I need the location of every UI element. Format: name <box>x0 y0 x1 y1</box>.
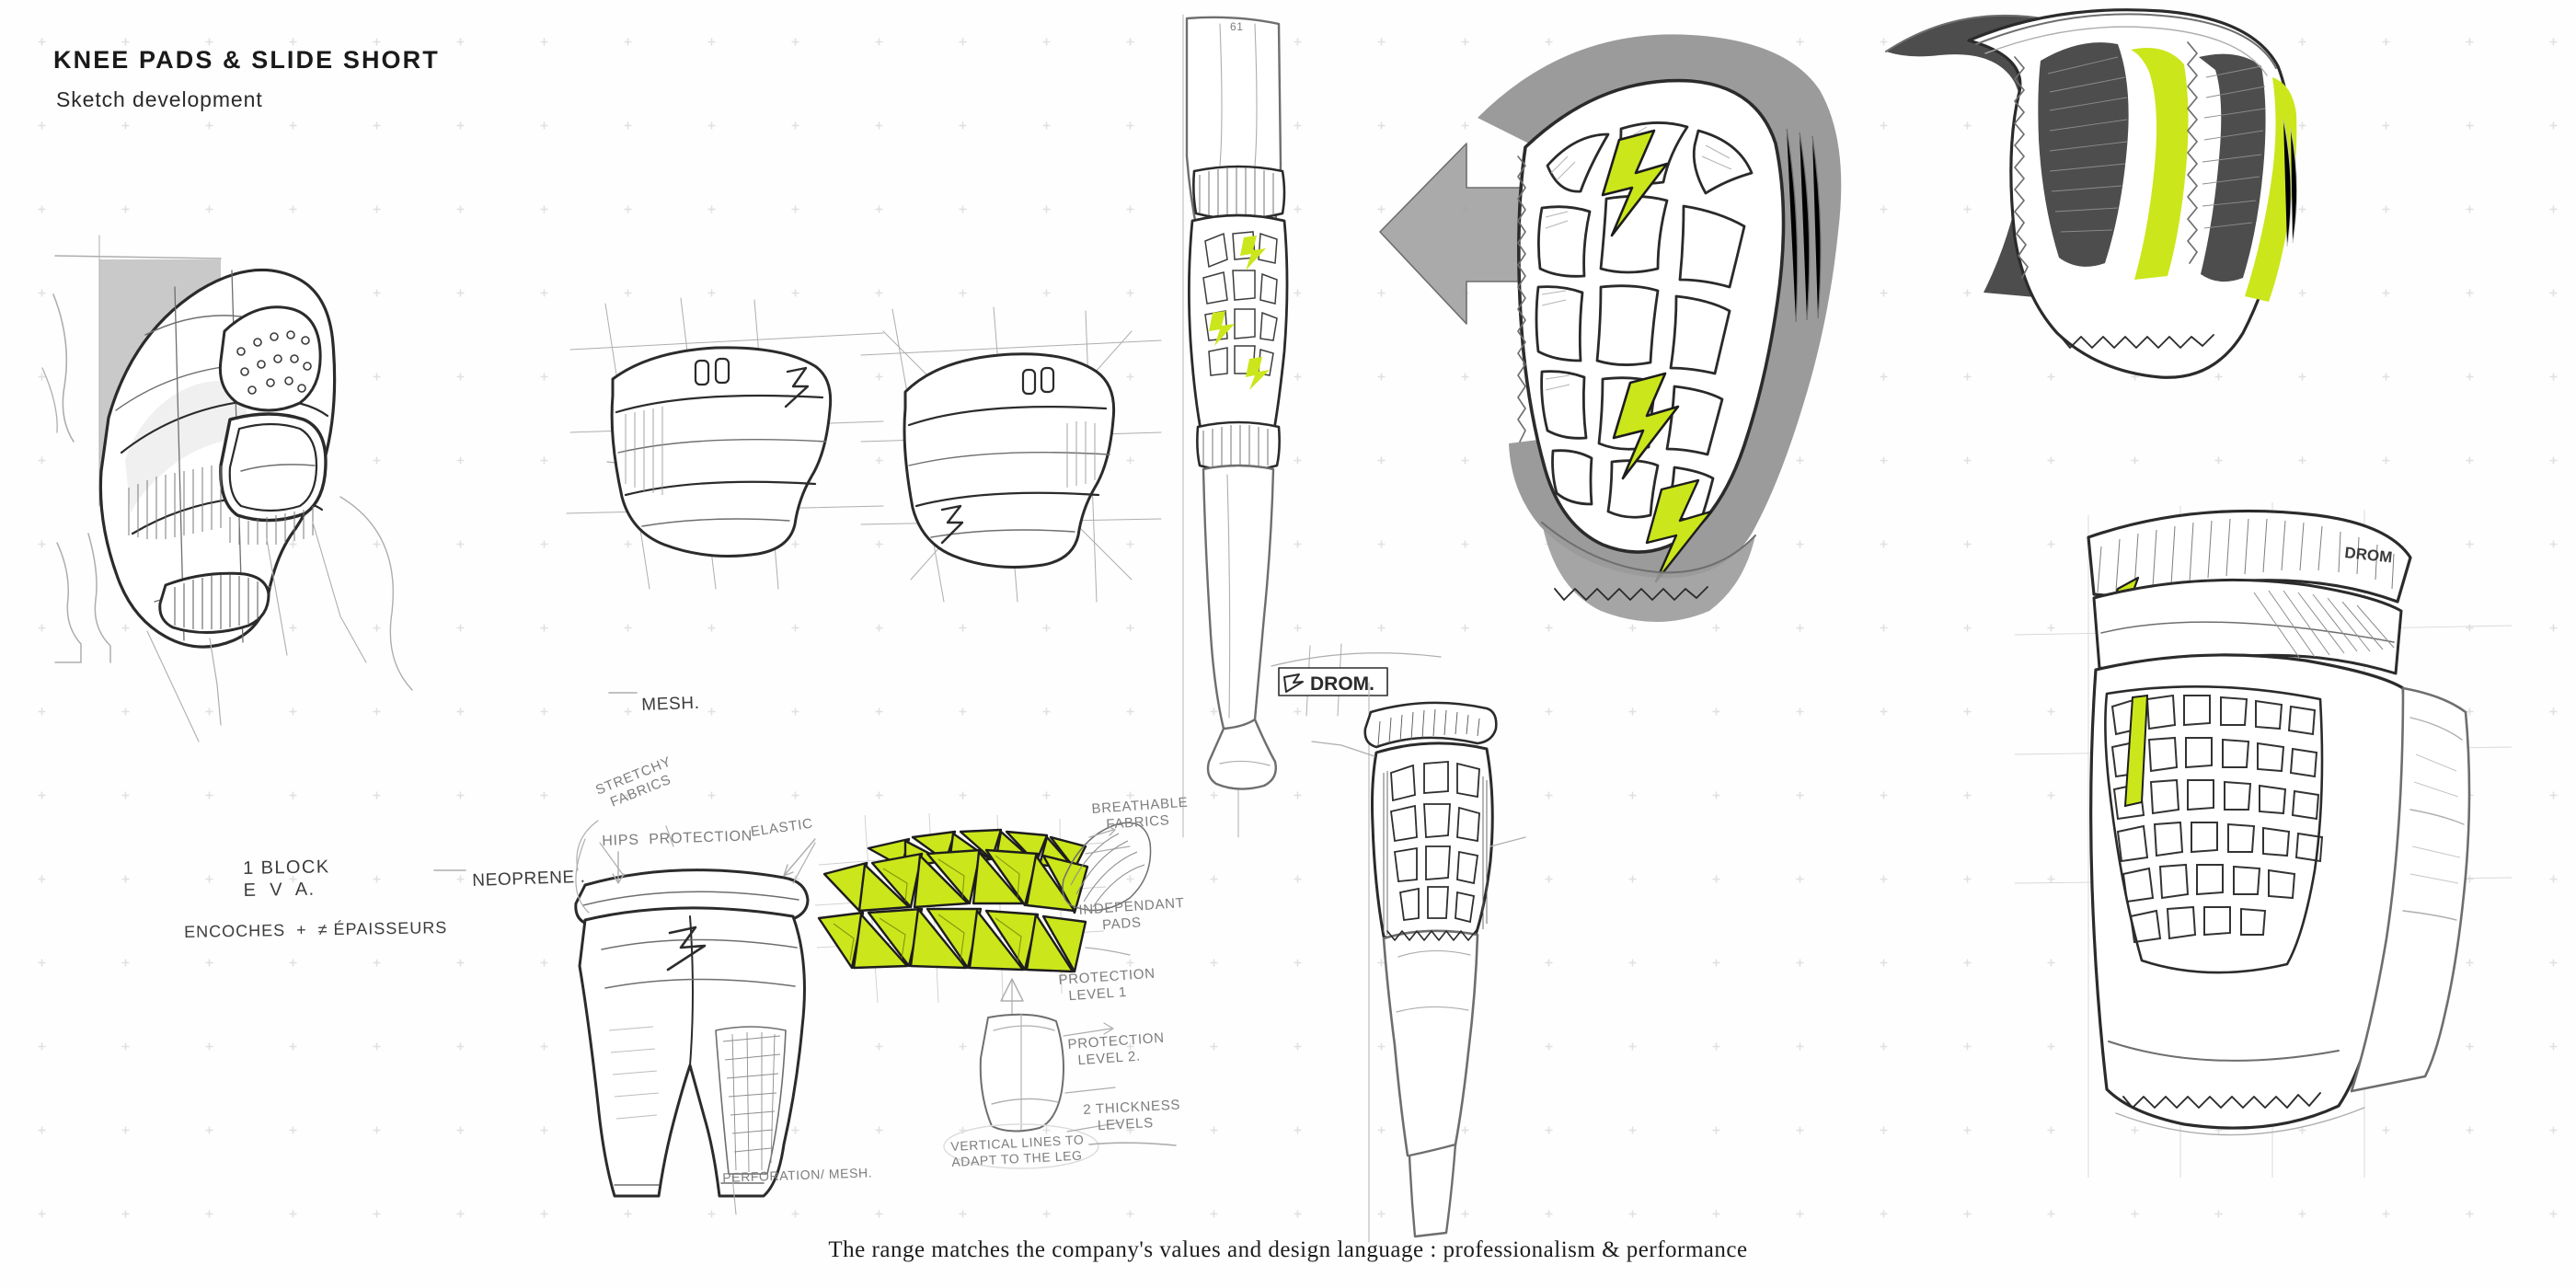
page-subtitle: Sketch development <box>56 87 263 111</box>
annotation-mesh: MESH. <box>641 693 700 715</box>
sketch-slide-short-hero: DROM <box>2014 502 2513 1178</box>
annotation-two-thickness-levels: 2 THICKNESS LEVELS <box>1083 1097 1181 1134</box>
sketch-knee-pad-pair-rear <box>1885 8 2298 379</box>
annotation-scale-mark: 61 <box>1230 20 1244 33</box>
page-header: KNEE PADS & SLIDE SHORT Sketch developme… <box>53 46 440 112</box>
underline-two-thickness <box>1088 1142 1177 1146</box>
sketch-leg-sleeve <box>1182 14 1289 838</box>
annotation-protection-level-1: PROTECTION LEVEL 1 <box>1058 965 1156 1005</box>
annotation-encoches-epaisseurs: ENCOCHES + ≠ ÉPAISSEURS <box>184 918 448 941</box>
annotation-neoprene: NEOPRENE . <box>472 867 586 891</box>
annotation-one-block-eva: 1 BLOCK E V A. <box>243 857 330 901</box>
sketch-knee-pad-three-quarter <box>41 235 641 742</box>
sketch-knee-pad-profile-a <box>566 297 884 590</box>
page-title: KNEE PADS & SLIDE SHORT <box>53 46 440 74</box>
page-caption: The range matches the company's values a… <box>828 1237 1748 1262</box>
annotation-protection-level-2: PROTECTION LEVEL 2. <box>1067 1029 1166 1069</box>
annotation-breathable-fabrics: BREATHABLE FABRICS <box>1091 794 1190 834</box>
sketch-knee-pad-profile-b <box>860 306 1162 603</box>
